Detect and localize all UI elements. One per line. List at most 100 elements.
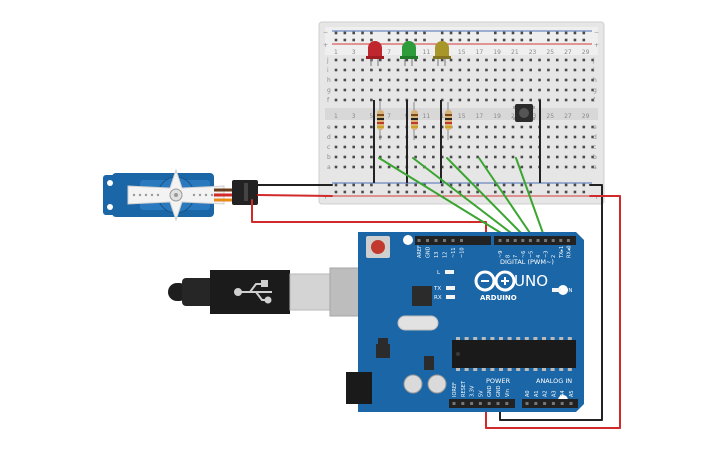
digital-pin-label: RX◂0 xyxy=(566,245,572,258)
column-number: 29 xyxy=(582,49,590,56)
resistor-2[interactable] xyxy=(411,102,418,140)
hole xyxy=(555,38,559,42)
hole xyxy=(502,165,506,169)
resistor-1[interactable] xyxy=(377,102,384,140)
resistor-3[interactable] xyxy=(445,102,452,140)
hole xyxy=(405,38,409,42)
power-pin-label: GND xyxy=(487,385,493,397)
led-yellow[interactable] xyxy=(433,41,451,66)
row-letters-bottom-left: e d c b a xyxy=(327,124,331,171)
hole xyxy=(494,155,497,159)
chip-pin xyxy=(499,368,503,371)
hole xyxy=(414,31,417,35)
hole xyxy=(564,68,568,72)
led-red[interactable] xyxy=(366,41,384,66)
hole xyxy=(467,98,471,102)
hole xyxy=(502,98,506,102)
row-letter: c xyxy=(593,144,596,151)
digital-pin-label: ~11 xyxy=(451,247,457,258)
hole xyxy=(520,88,524,92)
hole xyxy=(529,135,532,139)
hole xyxy=(387,58,391,62)
horn-hole xyxy=(198,193,202,197)
hole xyxy=(529,190,532,194)
hole xyxy=(520,145,524,149)
hole xyxy=(414,78,417,82)
hole xyxy=(423,155,426,159)
chip-pin xyxy=(524,368,529,371)
hole xyxy=(414,68,417,72)
tx-led xyxy=(446,286,455,290)
row-letters-top-right: j i h g f xyxy=(592,57,597,104)
hole xyxy=(529,68,532,72)
hole xyxy=(520,31,524,35)
hole xyxy=(494,135,497,139)
hole xyxy=(352,183,355,187)
analog-pin-label: A0 xyxy=(525,390,531,397)
hole xyxy=(405,183,409,187)
hole xyxy=(476,58,479,62)
hole xyxy=(467,68,471,72)
power-pin-label: 5V xyxy=(478,390,484,397)
hole xyxy=(502,135,506,139)
hole xyxy=(440,98,444,102)
column-number: 19 xyxy=(493,49,501,56)
hole xyxy=(555,88,559,92)
hole xyxy=(361,78,364,82)
hole xyxy=(529,78,532,82)
hole xyxy=(334,155,338,159)
hole xyxy=(555,165,559,169)
horn-hole xyxy=(150,193,154,197)
analog-header[interactable] xyxy=(522,399,578,408)
header-pin xyxy=(460,239,463,242)
hole xyxy=(387,135,391,139)
l-label: L xyxy=(437,270,441,276)
hole xyxy=(414,38,417,42)
chip-pin xyxy=(464,337,469,340)
capacitor xyxy=(403,374,423,394)
row-letter: e xyxy=(593,124,597,131)
hole xyxy=(476,31,479,35)
hole xyxy=(458,88,462,92)
hole xyxy=(494,165,497,169)
hole xyxy=(370,145,373,149)
hole xyxy=(343,183,347,187)
arduino-logo-text: ARDUINO xyxy=(480,294,517,302)
row-letter: i xyxy=(593,67,595,74)
power-header[interactable] xyxy=(449,399,515,408)
led-green[interactable] xyxy=(400,41,418,66)
power-label: POWER xyxy=(486,377,511,385)
pushbutton[interactable] xyxy=(513,104,535,122)
hole xyxy=(582,68,586,72)
hole xyxy=(370,88,373,92)
rail-plus-bottom-right: + xyxy=(594,194,599,201)
hole xyxy=(343,125,347,129)
hole xyxy=(432,78,435,82)
header-pin xyxy=(506,239,510,242)
analog-pin-label: A5 xyxy=(569,390,575,397)
hole xyxy=(520,165,524,169)
digital-label: DIGITAL (PWM~) xyxy=(500,258,554,266)
header-pin xyxy=(487,402,491,405)
hole xyxy=(449,183,453,187)
hole xyxy=(520,125,524,129)
hole xyxy=(591,88,594,92)
servo-motor[interactable] xyxy=(103,168,225,222)
hole xyxy=(334,98,338,102)
hole xyxy=(370,190,373,194)
hole xyxy=(520,190,524,194)
hole xyxy=(502,78,506,82)
servo-cables xyxy=(214,180,258,205)
reset-button[interactable] xyxy=(366,236,390,258)
hole xyxy=(485,135,488,139)
hole xyxy=(582,135,586,139)
hole xyxy=(573,38,577,42)
hole xyxy=(370,68,373,72)
mount-hole xyxy=(558,285,568,295)
usb-chip xyxy=(412,286,432,306)
hole xyxy=(370,135,373,139)
hole xyxy=(538,68,541,72)
hole xyxy=(458,68,462,72)
hole xyxy=(432,68,435,72)
hole xyxy=(361,190,364,194)
